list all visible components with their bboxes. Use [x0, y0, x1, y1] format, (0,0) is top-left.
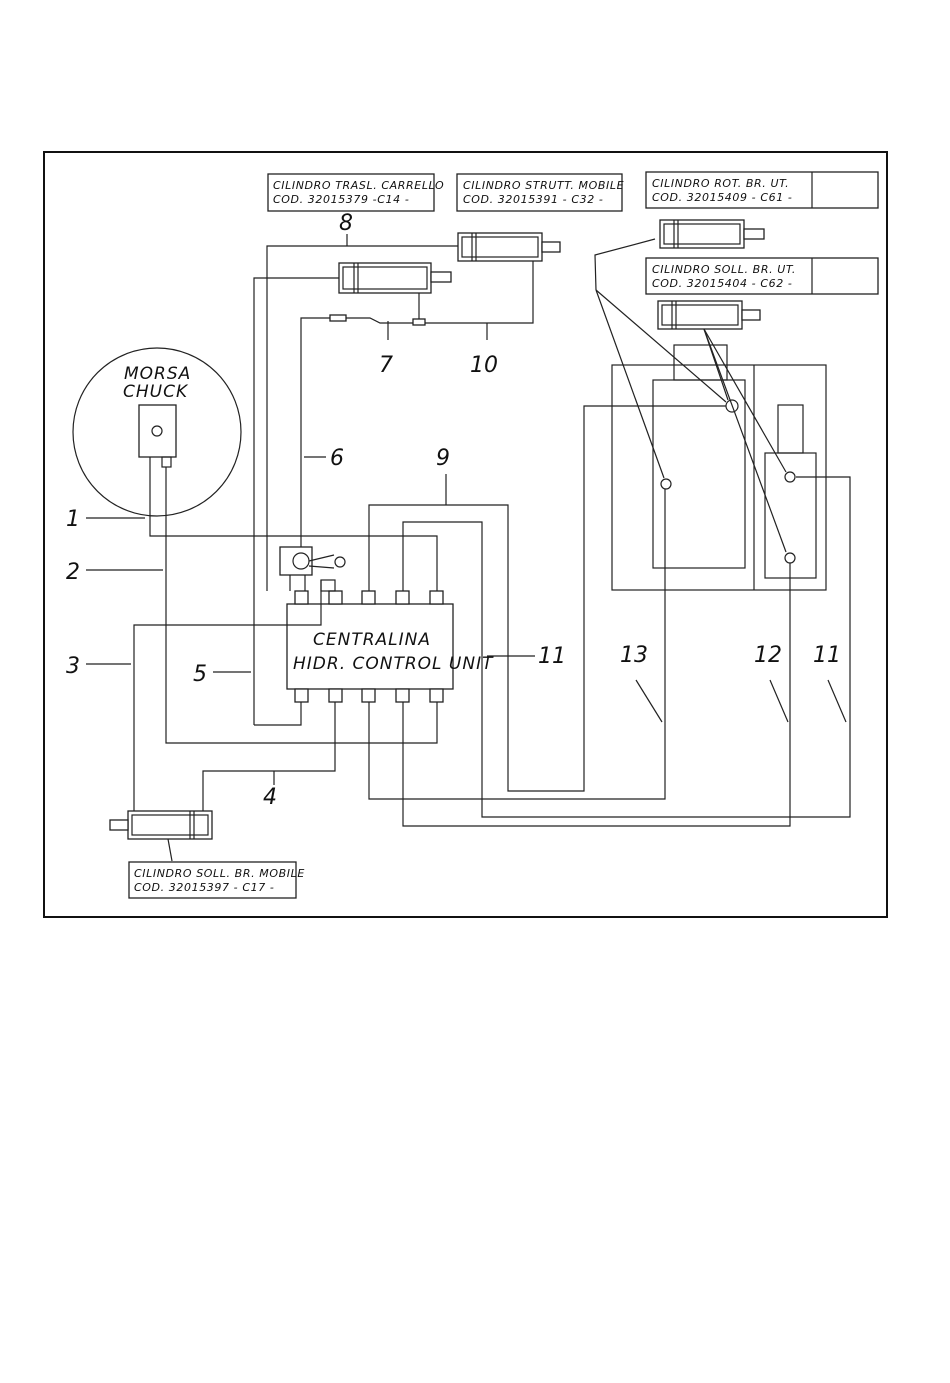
leader-lines [594, 238, 787, 553]
label-cyl-trasl-carrello: CILINDRO TRASL. CARRELLO COD. 32015379 -… [267, 173, 444, 212]
svg-text:COD. 32015397 - C17 -: COD. 32015397 - C17 - [134, 881, 275, 894]
label-cyl-soll-br-mobile: CILINDRO SOLL. BR. MOBILE COD. 32015397 … [128, 861, 305, 899]
svg-text:13: 13 [620, 643, 648, 668]
svg-text:1: 1 [66, 507, 80, 532]
svg-text:COD. 32015391 - C32 -: COD. 32015391 - C32 - [463, 193, 604, 206]
label-cyl-soll-br-ut: CILINDRO SOLL. BR. UT. COD. 32015404 - C… [645, 257, 879, 295]
callouts: 1 2 3 5 4 6 7 8 9 10 11 13 12 11 [66, 211, 847, 810]
svg-text:12: 12 [754, 643, 782, 668]
svg-text:COD. 32015404 - C62 -: COD. 32015404 - C62 - [652, 277, 793, 290]
port-right-upper-icon [784, 471, 796, 483]
label-cyl-rot-br-ut: CILINDRO ROT. BR. UT. COD. 32015409 - C6… [645, 171, 879, 209]
diagram-frame [43, 151, 888, 918]
svg-text:COD. 32015409 - C61 -: COD. 32015409 - C61 - [652, 191, 793, 204]
pressure-switch [279, 546, 346, 591]
svg-text:CILINDRO SOLL. BR. UT.: CILINDRO SOLL. BR. UT. [652, 263, 796, 276]
svg-text:3: 3 [66, 654, 80, 679]
svg-text:CILINDRO SOLL. BR. MOBILE: CILINDRO SOLL. BR. MOBILE [134, 867, 305, 880]
cylinder-soll-br-ut [657, 300, 761, 330]
svg-text:CILINDRO TRASL. CARRELLO: CILINDRO TRASL. CARRELLO [273, 179, 444, 192]
hydraulic-lines [133, 245, 851, 827]
svg-text:11: 11 [813, 643, 841, 668]
svg-text:2: 2 [66, 560, 80, 585]
port-right-lower-icon [784, 552, 796, 564]
cylinder-soll-br-mobile [109, 810, 213, 862]
svg-text:4: 4 [263, 785, 277, 810]
svg-text:MORSA: MORSA [124, 364, 191, 384]
chuck-port-icon [151, 425, 163, 437]
morsa-chuck: MORSA CHUCK [72, 347, 242, 517]
cylinder-rot-br-ut [659, 219, 765, 249]
svg-text:COD. 32015379 -C14 -: COD. 32015379 -C14 - [273, 193, 409, 206]
port-left-icon [660, 478, 672, 490]
svg-text:10: 10 [470, 353, 498, 378]
svg-text:6: 6 [330, 446, 344, 471]
svg-text:7: 7 [379, 353, 393, 378]
svg-text:CILINDRO ROT. BR. UT.: CILINDRO ROT. BR. UT. [652, 177, 789, 190]
label-cyl-strutt-mobile: CILINDRO STRUTT. MOBILE COD. 32015391 - … [456, 173, 624, 212]
cylinder-strutt-mobile [457, 232, 561, 262]
svg-text:CHUCK: CHUCK [123, 382, 189, 402]
machine-structure [611, 344, 827, 591]
svg-text:HIDR. CONTROL UNIT: HIDR. CONTROL UNIT [293, 654, 494, 674]
svg-text:CENTRALINA: CENTRALINA [313, 630, 431, 650]
cylinder-trasl-carrello [338, 262, 452, 294]
svg-text:8: 8 [339, 211, 353, 236]
svg-text:CILINDRO STRUTT. MOBILE: CILINDRO STRUTT. MOBILE [463, 179, 624, 192]
svg-text:9: 9 [436, 446, 450, 471]
centralina-control-unit: CENTRALINA HIDR. CONTROL UNIT [286, 579, 494, 703]
svg-text:11: 11 [538, 644, 566, 669]
svg-text:5: 5 [193, 662, 207, 687]
